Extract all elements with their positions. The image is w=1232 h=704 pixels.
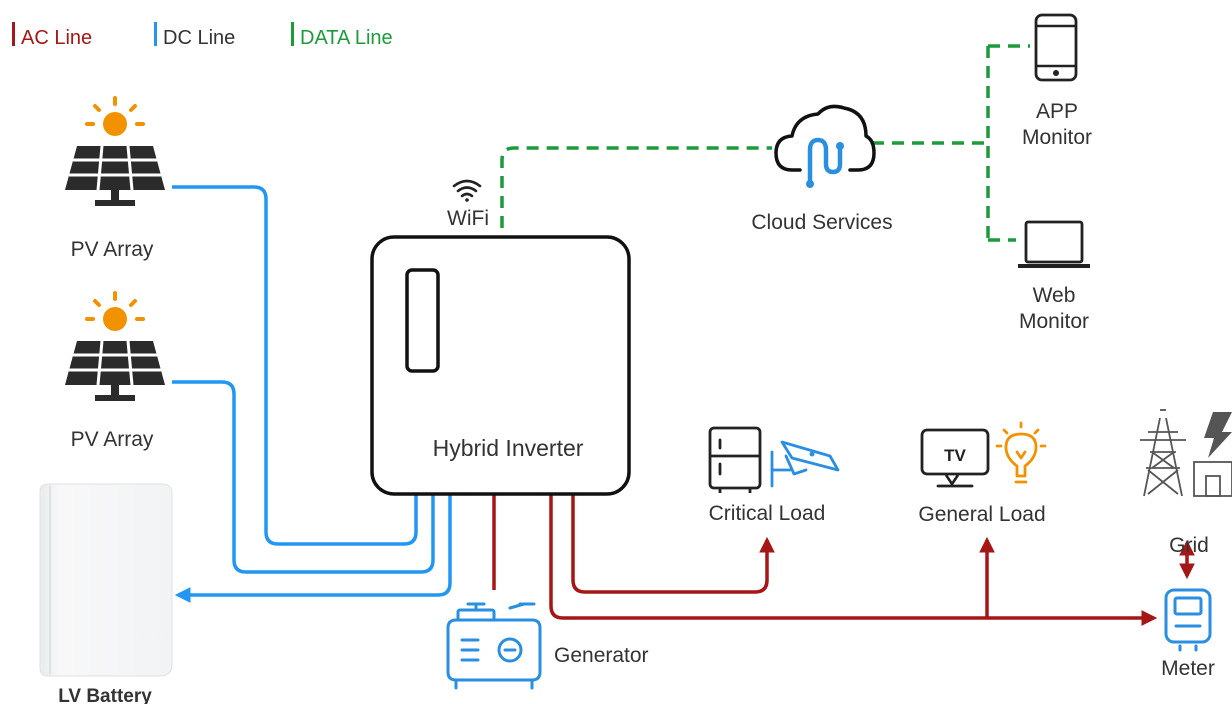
pv-array-1: PV Array <box>63 96 167 261</box>
ac-line-grid <box>543 474 1158 626</box>
legend-dc-swatch <box>154 22 157 46</box>
web-monitor-label-line2: Monitor <box>1019 310 1089 333</box>
meter: Meter <box>1161 588 1215 680</box>
fridge-icon <box>708 426 762 493</box>
power-tower-icon <box>1140 409 1186 497</box>
critical-load-label: Critical Load <box>709 502 826 525</box>
inverter-display <box>405 268 440 373</box>
ac-lines <box>486 474 1195 626</box>
generator-icon <box>446 602 542 690</box>
legend-dc-label: DC Line <box>163 27 235 49</box>
general-load-label: General Load <box>918 503 1045 526</box>
security-camera-icon <box>770 440 840 488</box>
dc-line-battery <box>174 475 458 603</box>
battery-cabinet-icon <box>39 483 173 677</box>
lv-battery-label: LV Battery <box>58 686 152 704</box>
building-icon <box>1193 461 1232 497</box>
dc-lines <box>172 185 458 603</box>
cloud-services: Cloud Services <box>751 104 893 234</box>
hybrid-inverter: Hybrid Inverter <box>370 235 631 496</box>
solar-panel-icon <box>63 291 167 403</box>
smartphone-icon <box>1034 13 1078 82</box>
critical-load: Critical Load <box>708 426 840 525</box>
cloud-services-label: Cloud Services <box>751 211 892 234</box>
legend: AC Line DC Line DATA Line <box>12 22 393 49</box>
data-lines <box>500 44 1030 242</box>
wifi-icon <box>452 179 482 202</box>
grid: Grid <box>1140 409 1232 557</box>
tv-icon: TV <box>920 428 990 488</box>
pv-array-2-label: PV Array <box>71 428 154 451</box>
legend-ac-label: AC Line <box>21 27 92 49</box>
svg-text:TV: TV <box>944 446 966 465</box>
solar-panel-icon <box>63 96 167 208</box>
web-monitor-label-line1: Web <box>1033 284 1076 307</box>
wifi-label: WiFi <box>447 207 489 230</box>
laptop-icon <box>1018 220 1090 268</box>
app-monitor: APP Monitor <box>1022 13 1092 149</box>
generator-label: Generator <box>554 644 649 667</box>
pv-array-1-label: PV Array <box>71 238 154 261</box>
meter-icon <box>1164 588 1212 652</box>
legend-ac-swatch <box>12 22 15 46</box>
light-bulb-icon <box>995 421 1047 484</box>
web-monitor: Web Monitor <box>1018 220 1090 333</box>
lightning-icon <box>1204 412 1232 458</box>
general-load: TV General Load <box>918 421 1047 526</box>
pv-array-2: PV Array <box>63 291 167 451</box>
legend-data-label: DATA Line <box>300 27 393 49</box>
app-monitor-label-line1: APP <box>1036 100 1078 123</box>
app-monitor-label-line2: Monitor <box>1022 126 1092 149</box>
cloud-icon <box>774 104 876 188</box>
inverter-label: Hybrid Inverter <box>433 435 584 461</box>
generator: Generator <box>446 602 649 690</box>
legend-data-swatch <box>291 22 294 46</box>
grid-label: Grid <box>1169 534 1209 557</box>
meter-label: Meter <box>1161 657 1215 680</box>
lv-battery: LV Battery <box>39 483 173 704</box>
wifi: WiFi <box>447 179 489 230</box>
data-line-inverter-cloud <box>500 146 772 228</box>
